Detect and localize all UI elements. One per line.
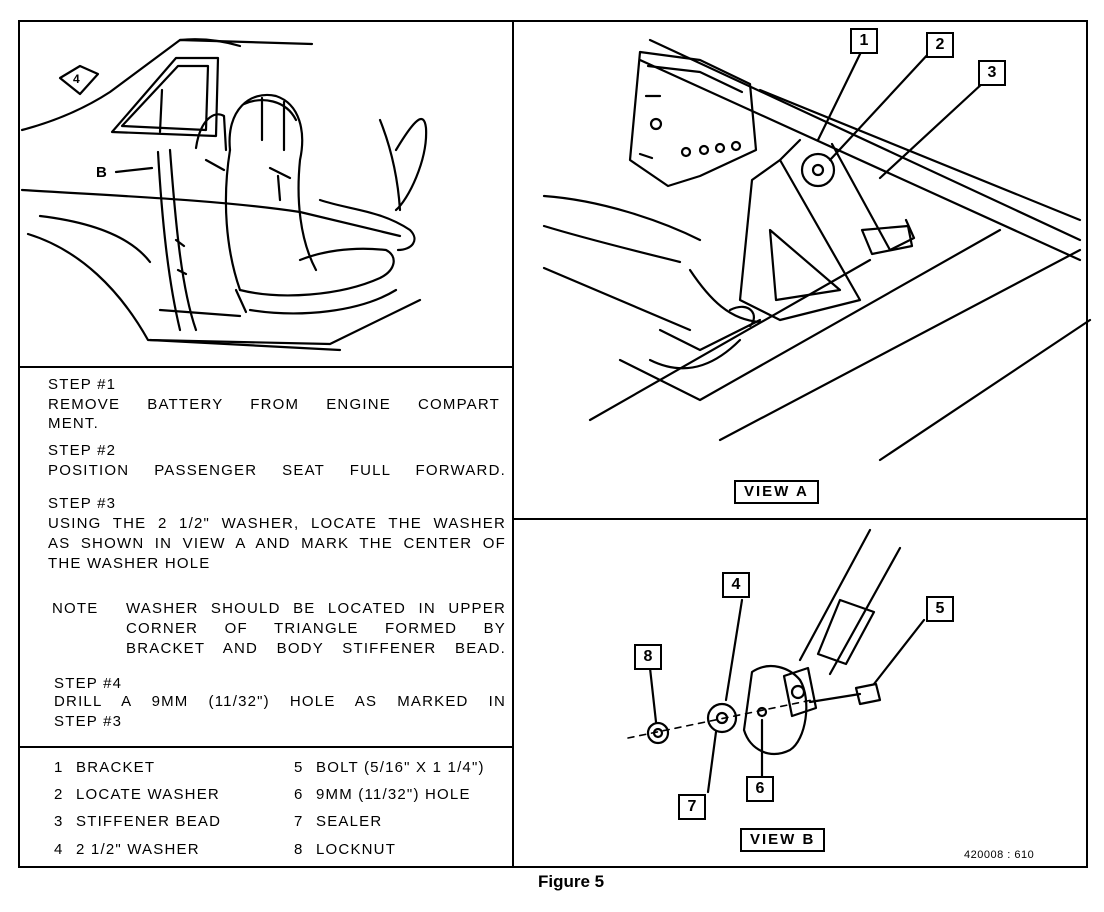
callout-1: 1 — [850, 28, 878, 54]
note-line-2: CORNER OF TRIANGLE FORMED BY — [126, 620, 506, 637]
figure-caption: Figure 5 — [538, 872, 605, 891]
legend-num: 3 — [54, 813, 64, 830]
note-label: NOTE — [52, 600, 99, 617]
legend-label: BRACKET — [76, 759, 156, 776]
step-1-heading: STEP #1 — [48, 376, 117, 393]
step-3-line-2: AS SHOWN IN VIEW A AND MARK THE CENTER O… — [48, 535, 506, 552]
view-b-label: VIEW B — [740, 828, 826, 852]
note-line-3: BRACKET AND BODY STIFFENER BEAD. — [126, 640, 506, 657]
legend-label: BOLT (5/16" X 1 1/4") — [316, 759, 485, 776]
car-callout-b: B — [96, 164, 109, 181]
callout-4: 4 — [722, 572, 750, 598]
legend-label: LOCATE WASHER — [76, 786, 220, 803]
part-number: 420008 : 610 — [964, 849, 1035, 861]
step-3-line-1: USING THE 2 1/2" WASHER, LOCATE THE WASH… — [48, 515, 506, 532]
step-1-line-1: REMOVE BATTERY FROM ENGINE COMPART — [48, 396, 500, 413]
divider-legend — [18, 746, 514, 748]
note-line-1: WASHER SHOULD BE LOCATED IN UPPER — [126, 600, 506, 617]
legend-label: LOCKNUT — [316, 841, 397, 858]
legend-num: 7 — [294, 813, 304, 830]
legend-num: 5 — [294, 759, 304, 776]
step-1-line-2: MENT. — [48, 415, 99, 432]
callout-8: 8 — [634, 644, 662, 670]
step-3-line-3: THE WASHER HOLE — [48, 555, 211, 572]
view-a-label: VIEW A — [734, 480, 819, 504]
callout-6: 6 — [746, 776, 774, 802]
legend-num: 4 — [54, 841, 64, 858]
step-4-heading: STEP #4 — [54, 675, 123, 692]
view-b-axis — [627, 699, 813, 739]
legend-num: 8 — [294, 841, 304, 858]
view-b-illustration — [646, 528, 926, 794]
callout-3: 3 — [978, 60, 1006, 86]
step-2-line-1: POSITION PASSENGER SEAT FULL FORWARD. — [48, 462, 506, 479]
view-a-illustration — [542, 38, 1092, 462]
legend-label: 2 1/2" WASHER — [76, 841, 200, 858]
legend-label: SEALER — [316, 813, 383, 830]
divider-illustration — [18, 366, 514, 368]
legend-label: 9MM (11/32") HOLE — [316, 786, 471, 803]
step-2-heading: STEP #2 — [48, 442, 117, 459]
legend-num: 2 — [54, 786, 64, 803]
callout-5: 5 — [926, 596, 954, 622]
legend-num: 6 — [294, 786, 304, 803]
car-badge: 4 — [73, 72, 81, 86]
view-b-panel — [512, 518, 1088, 868]
car-illustration — [20, 38, 428, 352]
callout-7: 7 — [678, 794, 706, 820]
step-4-line-1: DRILL A 9MM (11/32") HOLE AS MARKED IN — [54, 693, 506, 710]
step-3-heading: STEP #3 — [48, 495, 117, 512]
step-4-line-2: STEP #3 — [54, 713, 123, 730]
callout-2: 2 — [926, 32, 954, 58]
legend-label: STIFFENER BEAD — [76, 813, 222, 830]
legend-num: 1 — [54, 759, 64, 776]
